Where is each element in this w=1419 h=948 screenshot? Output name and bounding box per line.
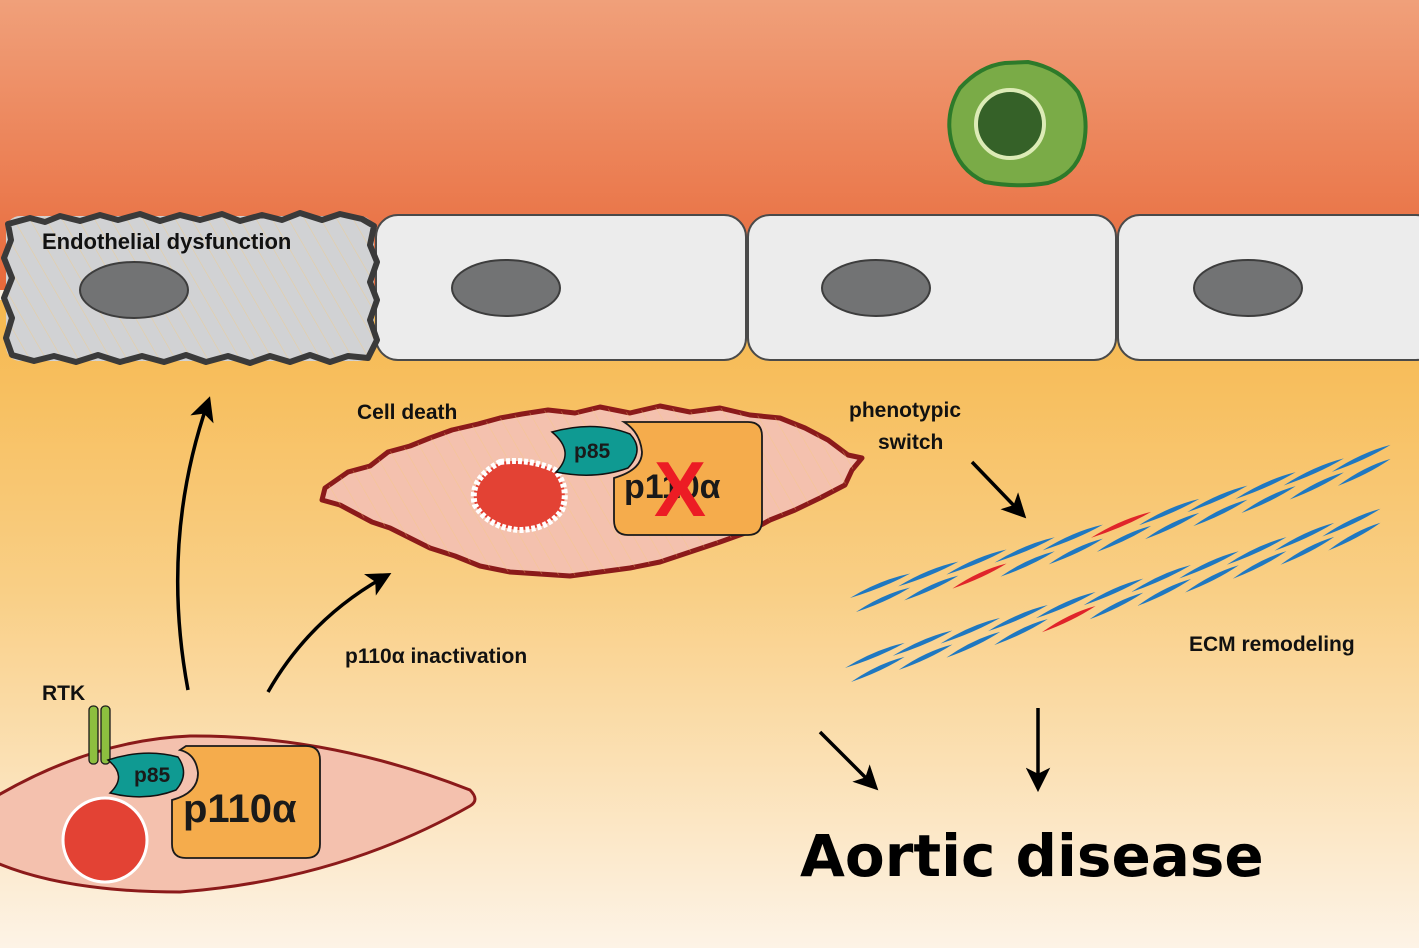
ecm-fiber-strand (850, 573, 911, 598)
ecm-fiber-strand (1179, 551, 1239, 579)
ecm-fiber-strand (898, 644, 953, 670)
ecm-fiber-strand (994, 619, 1048, 646)
ecm-fibers (845, 444, 1391, 682)
ecm-fiber-strand (1000, 551, 1055, 577)
ecm-fiber-strand (1283, 458, 1344, 486)
p85-dying (550, 425, 638, 476)
arrow-to-cell-death (266, 573, 392, 693)
ecm-fiber-strand (1232, 551, 1287, 579)
inactivation-x-mark: X (654, 445, 706, 533)
ecm-fiber-strand (1328, 522, 1381, 551)
p110a-dying-label: p110α (624, 468, 721, 506)
ecm-fiber-strand (1226, 537, 1287, 565)
ecm-fiber-strand (940, 617, 1001, 644)
immune-cell (947, 59, 1088, 188)
p85-healthy (106, 752, 185, 798)
ecm-fiber-strand (1048, 538, 1103, 565)
ecm-remodeling-label: ECM remodeling (1189, 633, 1355, 656)
endothelial-cell (375, 214, 747, 361)
ecm-fiber-strand (1042, 524, 1103, 551)
ecm-fiber-strand (1137, 579, 1192, 606)
synthetic-smc-cell (952, 563, 1007, 589)
rtk-label: RTK (42, 682, 85, 705)
ecm-fiber-strand (1096, 525, 1152, 552)
arrow-phenotypic-switch (970, 460, 1027, 519)
ecm-fiber-strand (1331, 444, 1391, 472)
phenotypic-switch-label-line2: switch (878, 431, 943, 454)
p110a-healthy-label: p110α (183, 787, 297, 831)
phenotypic-switch-label-line1: phenotypic (849, 399, 961, 422)
ecm-fiber-strand (1289, 472, 1344, 500)
jagged-outline (1, 210, 380, 366)
ecm-fiber-strand (946, 549, 1007, 575)
ecm-fiber-strand (988, 605, 1048, 632)
p110a-inactivation-label: p110α inactivation (345, 645, 527, 668)
rtk-receptor-right (100, 705, 111, 765)
endothelial-dysfunction-label: Endothelial dysfunction (42, 229, 291, 254)
p85-healthy-label: p85 (134, 764, 171, 787)
fragmented-nucleus (470, 458, 568, 534)
ecm-fiber-strand (898, 561, 959, 587)
endothelial-layer (375, 214, 1419, 361)
endothelial-nucleus (451, 259, 561, 317)
ecm-fiber-strand (856, 587, 911, 612)
ecm-fiber-strand (892, 630, 953, 656)
arrow-to-endothelial-dysfunction (175, 396, 214, 691)
ecm-fiber-strand (1187, 485, 1248, 513)
ecm-fiber-strand (946, 631, 1001, 658)
ecm-fiber-strand (904, 575, 959, 601)
ecm-fiber-strand (1145, 512, 1200, 540)
endothelial-nucleus (821, 259, 931, 317)
dying-smooth-muscle-cell: p85 p110α X Cell death (319, 401, 865, 579)
dysfunctional-endothelial-cell: Endothelial dysfunction (1, 210, 380, 366)
ecm-fiber-strand (1241, 486, 1296, 513)
ecm-fiber-strand (1193, 499, 1248, 527)
healthy-smooth-muscle-cell: RTK p85 p110α (0, 682, 477, 894)
ecm-fiber-strand (1322, 508, 1381, 537)
synthetic-smc-cell (1090, 511, 1152, 538)
synthetic-smc-cell (1041, 605, 1096, 633)
immune-cell-nucleus (974, 88, 1046, 160)
aortic-disease-title: Aortic disease (800, 822, 1264, 890)
ecm-fiber-strand (1274, 522, 1335, 551)
p110a-dying (613, 421, 763, 536)
ecm-fiber-strand (1131, 565, 1192, 592)
arrow-to-aortic-disease-left (818, 730, 879, 791)
ecm-fiber-strand (1035, 591, 1096, 619)
ecm-fiber-strand (994, 537, 1055, 563)
ecm-fiber-strand (1280, 536, 1335, 565)
ecm-fiber-strand (1139, 498, 1200, 526)
cell-death-label: Cell death (357, 401, 457, 424)
rtk-receptor-left (88, 705, 99, 765)
ecm-fiber-strand (1185, 565, 1239, 593)
ecm-fiber-strand (851, 656, 905, 682)
ecm-fiber-strand (1337, 458, 1391, 486)
dysfunctional-nucleus (79, 261, 189, 319)
endothelial-cell (747, 214, 1117, 361)
ecm-fiber-strand (1083, 578, 1144, 606)
p85-dying-label: p85 (574, 440, 611, 463)
endothelial-nucleus (1193, 259, 1303, 317)
ecm-fiber-strand (1089, 592, 1144, 620)
ecm-fiber-strand (845, 642, 905, 668)
ecm-fiber-strand (1235, 472, 1296, 499)
p110a-healthy (171, 745, 321, 859)
healthy-nucleus (61, 796, 149, 884)
